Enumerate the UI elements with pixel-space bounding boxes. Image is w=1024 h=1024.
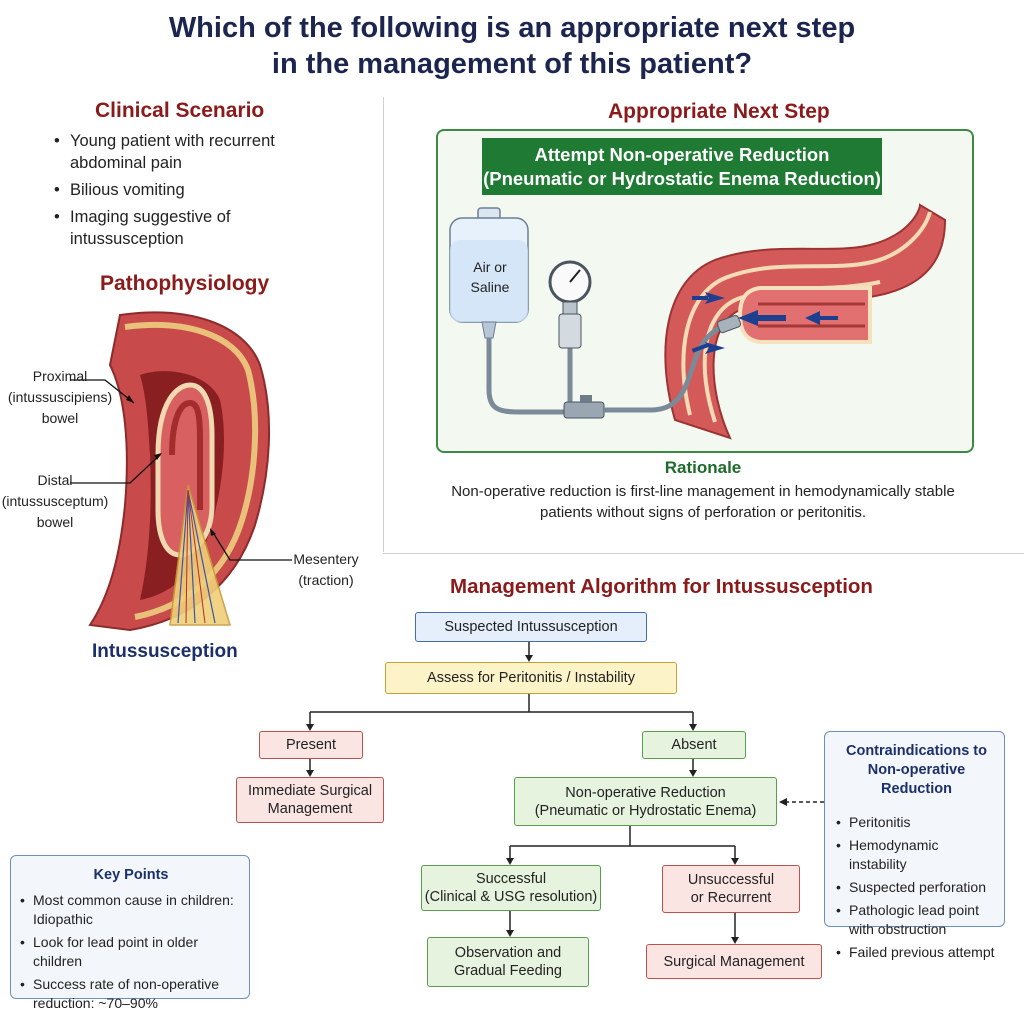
key-point-item: Most common cause in children: Idiopathi…: [19, 891, 243, 929]
contraindications-heading: Contraindications to Non-operative Reduc…: [846, 743, 987, 797]
proximal-label: Proximal (intussuscipiens) bowel: [7, 368, 113, 426]
scenario-list: Young patient with recurrent abdominal p…: [52, 130, 352, 255]
next-step-heading: Appropriate Next Step: [608, 100, 830, 123]
key-points-panel: Key Points Most common cause in children…: [10, 855, 250, 1011]
key-point-item: Success rate of non-operative reduction:…: [19, 975, 243, 1013]
successful-box: Successful (Clinical & USG resolution): [421, 865, 601, 911]
mesentery-label: Mesentery (traction): [293, 551, 359, 588]
pathophysiology-heading: Pathophysiology: [100, 272, 270, 295]
key-points-list: Most common cause in children: Idiopathi…: [19, 891, 243, 1013]
banner-line-1: Attempt Non-operative Reduction: [534, 144, 830, 165]
intussusception-caption: Intussusception: [92, 641, 238, 662]
distal-label: Distal (intussusceptum) bowel: [1, 472, 109, 530]
suspected-intussusception-box: Suspected Intussusception: [415, 612, 647, 642]
contraindication-item: Suspected perforation: [835, 878, 998, 897]
immediate-surgical-box: Immediate Surgical Management: [236, 777, 384, 823]
horizontal-divider: [383, 553, 1024, 554]
title-line-1: Which of the following is an appropriate…: [168, 12, 856, 44]
vertical-divider: [383, 97, 384, 552]
banner-line-2: (Pneumatic or Hydrostatic Enema Reductio…: [483, 168, 881, 189]
contraindication-item: Failed previous attempt: [835, 943, 998, 962]
scenario-item: Young patient with recurrent abdominal p…: [52, 130, 300, 174]
contraindications-list: Peritonitis Hemodynamic instability Susp…: [835, 813, 998, 962]
observation-box: Observation and Gradual Feeding: [427, 937, 589, 987]
page-title: Which of the following is an appropriate…: [0, 10, 1024, 82]
intussusception-illustration: [70, 311, 292, 632]
key-points-heading: Key Points: [93, 867, 169, 883]
absent-box: Absent: [642, 731, 746, 759]
rationale-text: Non-operative reduction is first-line ma…: [451, 483, 955, 521]
scenario-heading: Clinical Scenario: [95, 99, 265, 122]
key-point-item: Look for lead point in older children: [19, 933, 243, 971]
non-operative-reduction-box: Non-operative Reduction (Pneumatic or Hy…: [514, 777, 777, 826]
surgical-management-box: Surgical Management: [646, 944, 822, 979]
present-box: Present: [259, 731, 363, 759]
contraindication-item: Hemodynamic instability: [835, 836, 998, 874]
next-step-banner: Attempt Non-operative Reduction (Pneumat…: [482, 138, 882, 195]
unsuccessful-box: Unsuccessful or Recurrent: [662, 865, 800, 913]
contraindications-panel: Contraindications to Non-operative Reduc…: [824, 731, 1005, 962]
algorithm-heading: Management Algorithm for Intussusception: [450, 575, 873, 598]
contraindication-item: Pathologic lead point with obstruction: [835, 901, 998, 939]
scenario-item: Imaging suggestive of intussusception: [52, 206, 270, 250]
title-line-2: in the management of this patient?: [271, 48, 753, 80]
scenario-item: Bilious vomiting: [52, 179, 352, 201]
rationale-heading: Rationale: [664, 458, 742, 477]
contraindication-item: Peritonitis: [835, 813, 998, 832]
bag-label: Air or Saline: [470, 259, 510, 295]
enema-apparatus-illustration: [449, 203, 947, 440]
assess-peritonitis-box: Assess for Peritonitis / Instability: [385, 662, 677, 694]
